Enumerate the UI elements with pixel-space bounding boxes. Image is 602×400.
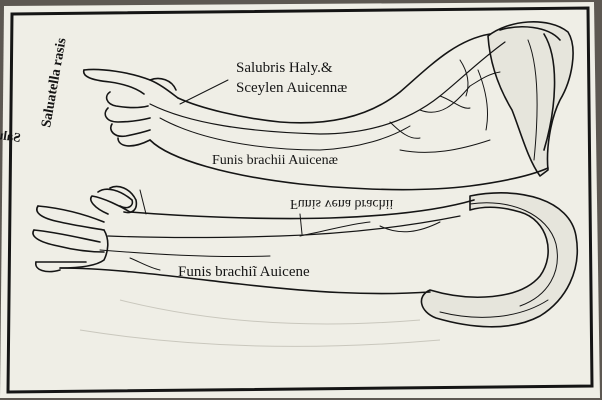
upper-arm-cuff bbox=[487, 21, 574, 177]
upper-arm-figure bbox=[82, 21, 574, 191]
label-funis-lower: Funis brachiĩ Auicene bbox=[178, 264, 310, 280]
lower-arm-figure bbox=[32, 185, 578, 328]
lower-arm-sleeve bbox=[420, 192, 578, 328]
label-salubris-line1: Salubris Haly.& bbox=[236, 60, 333, 76]
saluatella-mesue-leader bbox=[139, 189, 147, 215]
label-funis-vena: Funis vena brachii bbox=[290, 196, 394, 211]
lower-veins bbox=[107, 215, 461, 239]
upper-veins bbox=[149, 41, 506, 135]
label-salubris-line2: Sceylen Auicennæ bbox=[236, 80, 347, 96]
upper-arm-outline bbox=[177, 33, 491, 124]
frame-border bbox=[6, 6, 594, 394]
salubris-leader bbox=[179, 79, 229, 105]
show-through-ghost bbox=[79, 299, 441, 347]
lower-arm-outline bbox=[129, 199, 475, 220]
label-funis-upper: Funis brachii Auicenæ bbox=[212, 153, 338, 168]
